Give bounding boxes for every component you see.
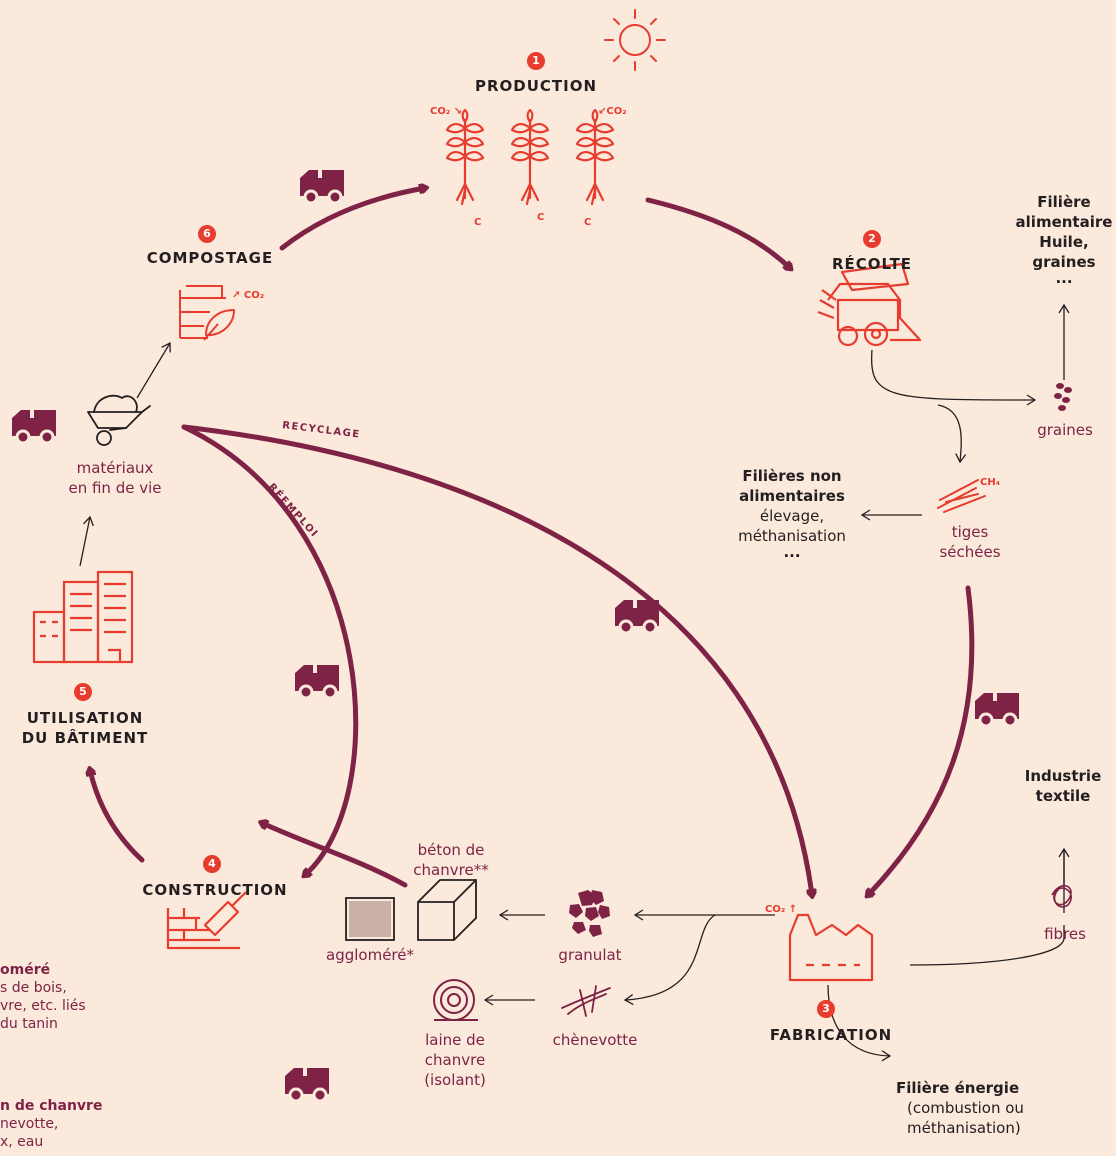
stage-title-utilisation-1: UTILISATION xyxy=(26,709,144,727)
stage-number-1: 1 xyxy=(527,52,545,70)
chenevotte-icon xyxy=(561,985,611,1017)
co2-up-compost: ↗ CO₂ xyxy=(232,290,264,301)
thin-arrows xyxy=(79,303,1070,1062)
graines-label: graines xyxy=(1037,421,1093,439)
filiere-alimentaire-line: alimentaire xyxy=(1015,213,1113,231)
agglomere-label: aggloméré* xyxy=(326,946,414,964)
compost-bin-icon xyxy=(179,285,235,341)
footnote-line: oméré xyxy=(0,962,51,978)
footnote-line: s de bois, xyxy=(0,980,67,996)
stage-title-production: PRODUCTION xyxy=(474,77,598,95)
wool-roll-icon xyxy=(433,979,478,1021)
arrow-recyclage xyxy=(181,424,812,895)
granulat-label: granulat xyxy=(558,946,622,964)
filiere-alimentaire-line: ... xyxy=(1055,269,1073,287)
filiere-alimentaire-line: Huile, xyxy=(1039,233,1089,251)
hemp-plant-icon xyxy=(510,108,550,206)
arrow-fabrication-construction xyxy=(262,823,408,888)
filiere-alimentaire-line: Filière xyxy=(1037,193,1091,211)
reemploi-label: RÉEMPLOI xyxy=(266,480,322,540)
tiges-label-1: tiges xyxy=(951,523,989,541)
filiere-non-alimentaire-line: ... xyxy=(783,543,801,561)
truck-icon xyxy=(613,598,661,635)
truck-icon xyxy=(973,691,1021,728)
fibres-label: fibres xyxy=(1044,925,1086,943)
wall-trowel-icon xyxy=(166,891,247,950)
seeds-icon xyxy=(1054,383,1072,411)
filiere-energie-line: méthanisation) xyxy=(907,1119,1021,1137)
chenevotte-label: chènevotte xyxy=(552,1031,638,1049)
textile-label-1: Industrie xyxy=(1024,767,1102,785)
agglomerate-panel-icon xyxy=(345,897,395,941)
filiere-alimentaire-line: graines xyxy=(1032,253,1096,271)
filiere-energie-line: Filière énergie xyxy=(896,1079,1020,1097)
co2-in-left: CO₂ ↘ xyxy=(430,106,462,117)
arrow-production-recolte xyxy=(645,197,790,268)
textile-label-2: textile xyxy=(1035,787,1091,805)
stage-number-3: 3 xyxy=(817,1000,835,1018)
filiere-non-alimentaire-line: alimentaires xyxy=(739,487,845,505)
stage-number-4: 4 xyxy=(203,855,221,873)
building-icon xyxy=(32,570,134,664)
beton-label-2: chanvre** xyxy=(413,861,489,879)
stage-number-5: 5 xyxy=(74,683,92,701)
hemp-plant-icon xyxy=(575,108,615,206)
truck-icon xyxy=(283,1066,331,1103)
truck-icon xyxy=(293,663,341,700)
ch4-label: CH₄ xyxy=(980,477,1000,488)
sun-icon xyxy=(604,9,666,71)
stage-title-construction: CONSTRUCTION xyxy=(142,881,288,899)
carbon-label: C xyxy=(584,217,591,228)
filiere-non-alimentaire-line: Filières non xyxy=(742,467,842,485)
arrow-compostage-production xyxy=(279,188,425,251)
recyclage-label: RECYCLAGE xyxy=(282,420,362,441)
stems-icon xyxy=(937,479,986,513)
filiere-non-alimentaire-line: élevage, xyxy=(759,507,825,525)
laine-label-2: chanvre xyxy=(424,1051,486,1069)
stage-number-6: 6 xyxy=(198,225,216,243)
footnote-line: x, eau xyxy=(0,1134,44,1150)
cycle-arrows xyxy=(90,188,975,895)
co2-in-right: ↙CO₂ xyxy=(598,106,627,117)
stage-number-2: 2 xyxy=(863,230,881,248)
wheelbarrow-icon xyxy=(87,394,151,446)
materiaux-label-1: matériaux xyxy=(76,459,154,477)
laine-label-1: laine de xyxy=(425,1031,485,1049)
stage-title-utilisation-2: DU BÂTIMENT xyxy=(21,729,149,747)
truck-icon xyxy=(10,408,58,445)
stage-title-recolte: RÉCOLTE xyxy=(831,255,913,273)
carbon-label: C xyxy=(537,212,544,223)
materiaux-label-2: en fin de vie xyxy=(68,479,162,497)
arrow-tiges-fabrication xyxy=(868,585,975,895)
factory-icon xyxy=(788,913,874,982)
stage-title-compostage: COMPOSTAGE xyxy=(146,249,274,267)
co2-up-factory: CO₂ ↑ xyxy=(765,904,797,915)
footnote-line: n de chanvre xyxy=(0,1098,103,1114)
filiere-energie-line: (combustion ou xyxy=(907,1099,1024,1117)
truck-icon xyxy=(298,168,346,205)
concrete-block-icon xyxy=(417,879,477,941)
laine-label-3: (isolant) xyxy=(424,1071,486,1089)
tiges-label-2: séchées xyxy=(939,543,1001,561)
arrow-construction-utilisation xyxy=(90,770,145,863)
carbon-label: C xyxy=(474,217,481,228)
footnote-line: du tanin xyxy=(0,1016,58,1032)
fibres-icon xyxy=(1051,885,1072,908)
filiere-non-alimentaire-line: méthanisation xyxy=(738,527,846,545)
beton-label-1: béton de xyxy=(417,841,485,859)
granulat-icon xyxy=(569,890,610,937)
stage-title-fabrication: FABRICATION xyxy=(769,1026,893,1044)
arrow-reemploi xyxy=(181,424,359,875)
footnote-line: nevotte, xyxy=(0,1116,59,1132)
harvester-icon xyxy=(817,262,922,347)
footnote-line: vre, etc. liés xyxy=(0,998,86,1014)
hemp-plant-icon xyxy=(445,108,485,206)
